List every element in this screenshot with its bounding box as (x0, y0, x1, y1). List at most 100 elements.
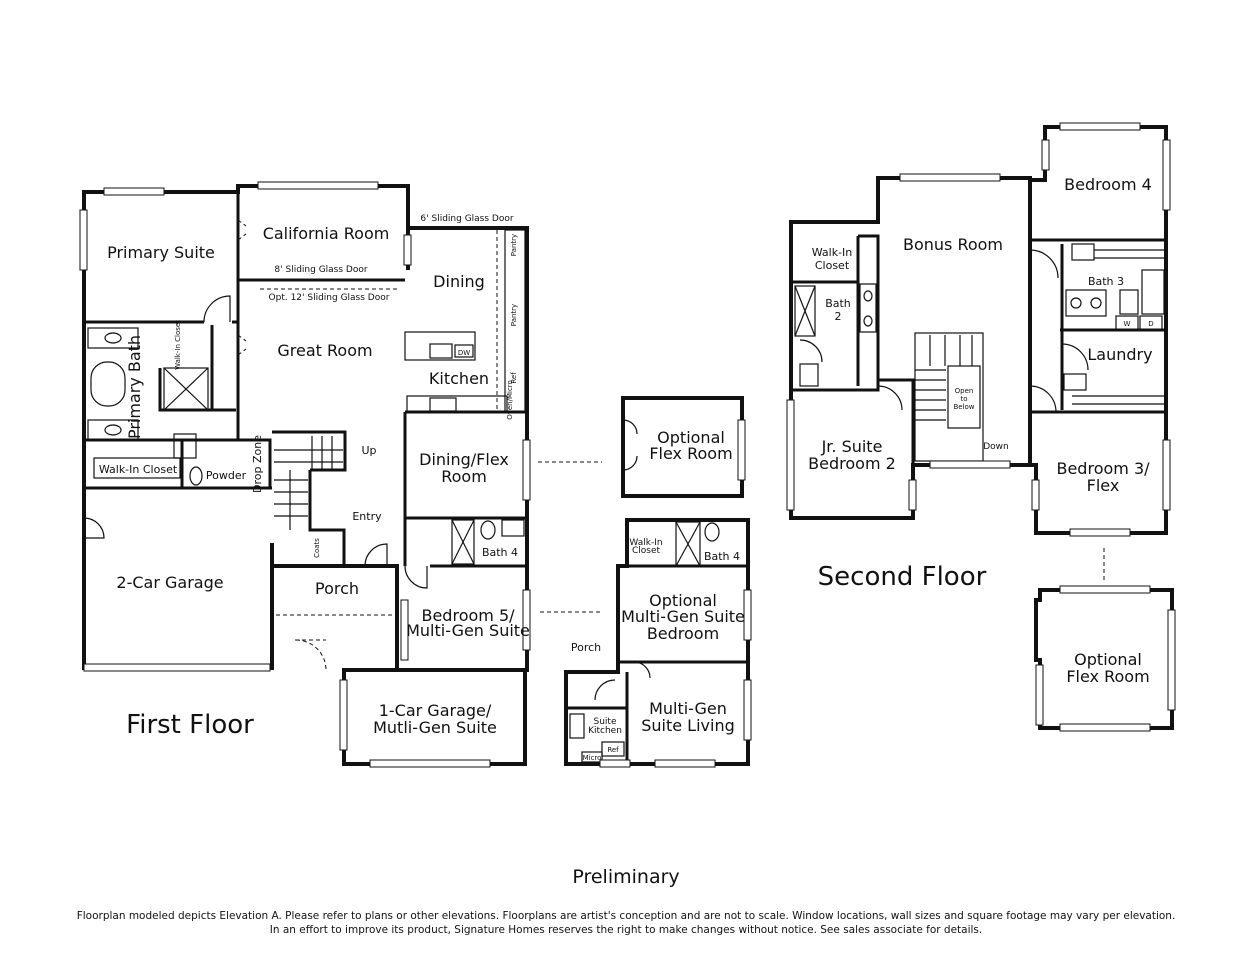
preliminary-label: Preliminary (572, 866, 680, 888)
room-label-california-room: California Room (263, 224, 390, 243)
wall (272, 430, 347, 472)
window (786, 399, 795, 511)
window (1041, 139, 1050, 171)
tub (1141, 269, 1165, 315)
cooktop (429, 397, 457, 412)
wall (406, 226, 529, 672)
door-swing (594, 679, 616, 701)
label-pantry: Pantry (510, 234, 518, 256)
door-swing (83, 517, 105, 539)
room-label-great-room: Great Room (277, 341, 372, 360)
label-stairs-down: Down (983, 442, 1009, 452)
dishwasher (454, 344, 474, 358)
room-label-porch: Porch (315, 579, 359, 598)
label-8ft-slider: 8' Sliding Glass Door (274, 265, 367, 275)
label-below: Below (953, 403, 974, 411)
room-label-flex-room: Flex Room (649, 444, 732, 463)
window (103, 187, 165, 196)
room-label-bedroom: Bedroom (647, 624, 719, 643)
window (1031, 479, 1040, 511)
label-stairs-up: Up (361, 444, 376, 457)
door-swing (364, 543, 388, 567)
window (929, 460, 1011, 469)
open-to-below (947, 365, 981, 429)
door-swing (622, 419, 638, 471)
label-ref: Ref (607, 746, 619, 754)
closet-shelf (93, 457, 181, 479)
label-to: to (960, 395, 967, 403)
wall (210, 325, 236, 412)
second-floor-plan: Bedroom 4 Bonus Room Walk-In Closet Bath… (786, 122, 1176, 732)
window (1162, 139, 1171, 211)
closet-shelf (1071, 243, 1095, 261)
room-label-bedroom-5: Bedroom 5/ (421, 606, 515, 625)
label-dw: DW (458, 349, 470, 357)
first-floor-plan: Primary Suite California Room 8' Sliding… (79, 181, 531, 768)
shower (675, 521, 701, 567)
room-label-dining-flex-room: Room (441, 467, 487, 486)
window (737, 419, 746, 481)
door-swing (799, 339, 823, 363)
window (654, 759, 716, 768)
second-floor-stairs (915, 335, 973, 421)
room-label-multi-gen-suite: Multi-Gen Suite (621, 607, 745, 626)
room-label-entry: Entry (352, 510, 382, 523)
floor-title-first: First Floor (126, 710, 254, 740)
label-dryer: D (1148, 320, 1153, 328)
room-label-bath-4: Bath 4 (704, 550, 740, 563)
room-label-multi-gen-suite: Multi-Gen Suite (406, 621, 530, 640)
door-swing (295, 639, 327, 671)
window (743, 679, 752, 741)
room-label-powder: Powder (206, 469, 247, 482)
door-swing (1061, 343, 1089, 371)
washer (1115, 315, 1139, 331)
room-label-primary-bath: Primary Bath (125, 335, 144, 439)
window (339, 679, 348, 751)
window (899, 173, 1001, 182)
disclaimer-line-1: Floorplan modeled depicts Elevation A. P… (76, 910, 1176, 922)
room-label-multi-gen: Multi-Gen (649, 699, 727, 718)
sink (501, 519, 525, 537)
room-label-bath-3: Bath 3 (1088, 275, 1124, 288)
closet-shelf (1063, 373, 1087, 391)
door-swing (1029, 385, 1057, 413)
vanity (1065, 289, 1107, 317)
first-floor-stairs (274, 436, 343, 530)
room-label-bedroom-2: Bedroom 2 (808, 454, 896, 473)
window (79, 209, 88, 271)
disclaimer-line-2: In an effort to improve its product, Sig… (269, 924, 983, 936)
window (257, 181, 379, 190)
suite-micro (581, 751, 603, 763)
label-oven-micro: Oven/Micro (506, 380, 514, 420)
room-label-suite-living: Suite Living (641, 716, 735, 735)
room-label-flex: Flex (1087, 476, 1120, 495)
room-label-two-car-garage: 2-Car Garage (116, 573, 223, 592)
window (522, 589, 531, 651)
room-label-one-car-garage: 1-Car Garage/ (379, 701, 492, 720)
second-floor-stair-opening (914, 332, 984, 462)
room-label-jr-suite: Jr. Suite (821, 437, 883, 456)
label-6ft-slider: 6' Sliding Glass Door (420, 214, 513, 224)
room-label-walk-in-closet: Walk-In Closet (99, 463, 178, 476)
floor-title-second: Second Floor (818, 562, 987, 592)
pantry-counter (504, 229, 526, 413)
kitchen-counter (406, 395, 508, 413)
door-swing (1029, 249, 1059, 279)
room-label-bonus-room: Bonus Room (903, 235, 1003, 254)
window (1059, 585, 1151, 594)
door-swing (203, 295, 231, 323)
shower (794, 285, 816, 337)
window (1069, 528, 1131, 537)
toilet (799, 363, 819, 387)
label-micro: Micro (583, 754, 602, 762)
label-walk-in-closet-small: Walk-In Closet (174, 320, 182, 370)
room-label-bath-2-number: 2 (835, 310, 842, 323)
room-label-bath-2: Bath (825, 297, 851, 310)
sink (429, 343, 453, 359)
suite-ref (601, 741, 625, 757)
wall (238, 438, 272, 488)
garage-door (83, 663, 271, 672)
room-label-dining-flex: Dining/Flex (419, 450, 509, 469)
door-swing (404, 565, 428, 589)
wall (1028, 125, 1168, 535)
